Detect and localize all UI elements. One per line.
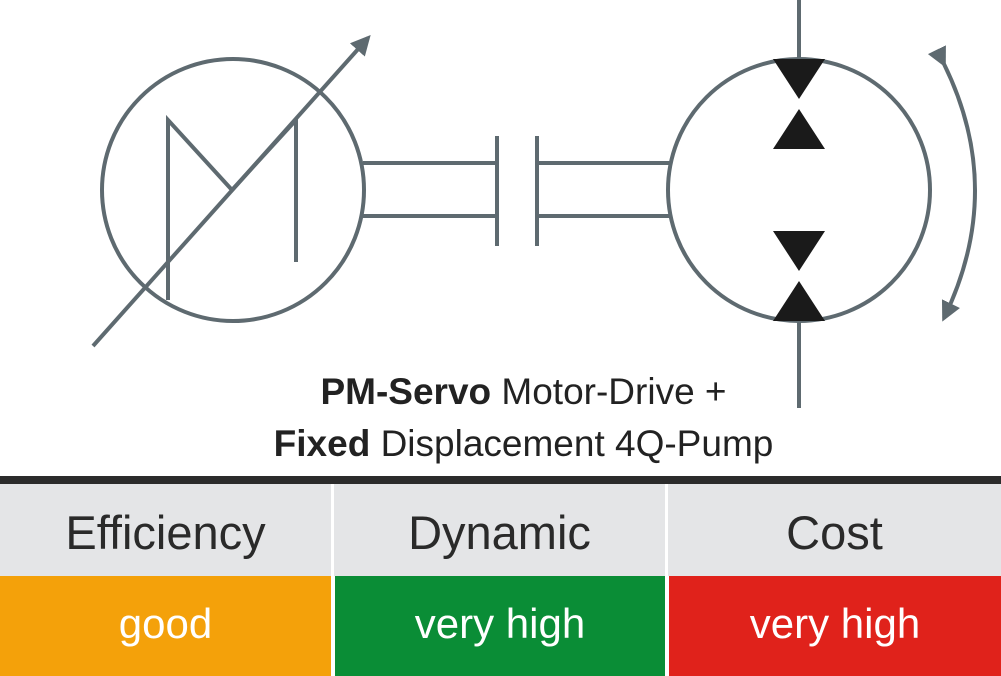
rating-table: Efficiency Dynamic Cost good very high v…	[0, 476, 1001, 676]
motor-m-symbol	[166, 114, 298, 300]
rating-value-row: good very high very high	[0, 576, 1001, 676]
caption-pump-text: Displacement 4Q-Pump	[370, 423, 774, 464]
hydraulic-schematic	[91, 0, 977, 408]
flow-triangle-icon	[773, 109, 825, 149]
header-efficiency: Efficiency	[0, 484, 331, 576]
flow-triangle-icon	[773, 281, 825, 321]
caption-line-1: PM-Servo Motor-Drive +	[23, 373, 1001, 410]
variable-arrow-icon	[91, 35, 371, 348]
flow-triangle-icon	[773, 231, 825, 271]
flow-triangle-icon	[773, 59, 825, 99]
caption-pump-type: Fixed	[273, 423, 371, 464]
motor-circle	[100, 57, 366, 323]
caption-drive-text: Motor-Drive +	[491, 371, 727, 412]
value-efficiency: good	[0, 576, 331, 676]
rotation-arrow-icon	[927, 45, 977, 322]
table-top-rule	[0, 476, 1001, 484]
value-cost: very high	[665, 576, 1001, 676]
header-dynamic: Dynamic	[331, 484, 665, 576]
caption-drive-type: PM-Servo	[320, 371, 492, 412]
header-cost: Cost	[665, 484, 1001, 576]
caption-line-2: Fixed Displacement 4Q-Pump	[23, 425, 1001, 462]
value-dynamic: very high	[331, 576, 665, 676]
rating-header-row: Efficiency Dynamic Cost	[0, 484, 1001, 576]
